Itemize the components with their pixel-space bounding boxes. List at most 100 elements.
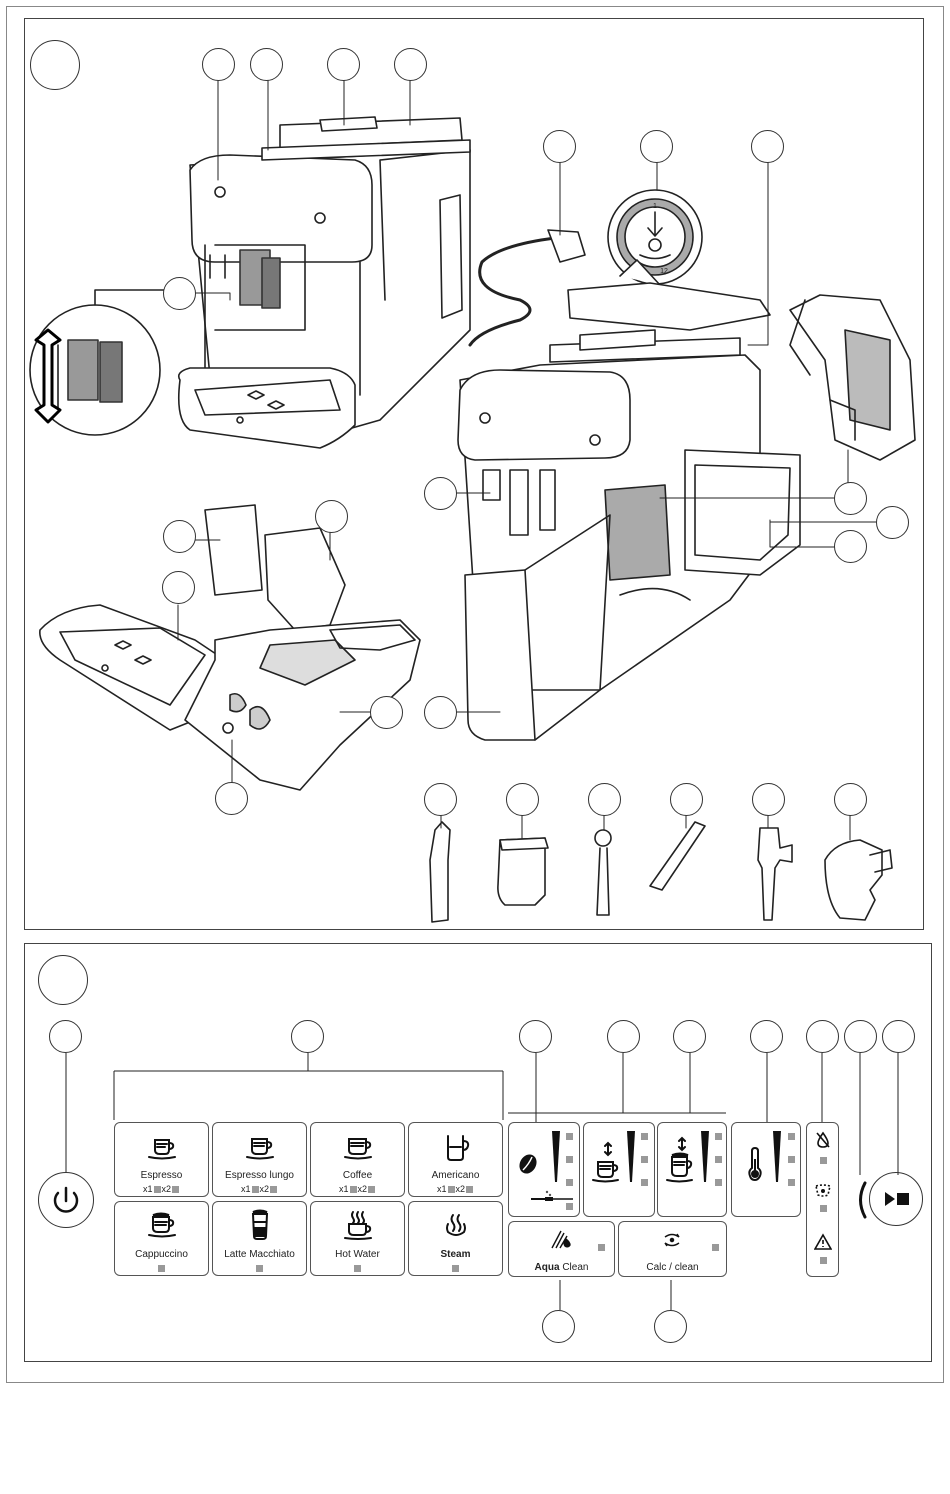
ground-coffee-led [566,1203,573,1210]
x1-label: x1 [437,1184,447,1194]
calc-clean-indicator: Calc / clean [618,1221,727,1277]
temperature-led-3 [788,1179,795,1186]
x1-label: x1 [339,1184,349,1194]
espresso-label: Espresso [115,1170,208,1181]
milk-led-3 [715,1179,722,1186]
aquaclean-icon [549,1228,573,1250]
steam-button[interactable]: Steam [408,1201,503,1276]
coffee-label: Coffee [311,1170,404,1181]
no-water-led [820,1157,827,1164]
coffee-quantity-icon [588,1140,622,1188]
aquaclean-indicator: Aqua Clean [508,1221,615,1277]
x1-label: x1 [241,1184,251,1194]
x1-led [448,1186,455,1193]
x2-led [270,1186,277,1193]
temperature-led-1 [788,1133,795,1140]
latte-macchiato-button[interactable]: Latte Macchiato [212,1201,307,1276]
quantity-led-2 [641,1156,648,1163]
coffee-button[interactable]: Coffee x1 x2 [310,1122,405,1197]
temperature-button[interactable] [731,1122,801,1217]
aquaclean-label-bold: Aqua [535,1262,560,1273]
aquaclean-led [598,1244,605,1251]
milk-led-2 [715,1156,722,1163]
x1-led [350,1186,357,1193]
coffee-bean-icon [517,1153,539,1175]
ground-coffee-icon [529,1189,575,1203]
americano-icon [439,1133,473,1163]
espresso-lungo-label: Espresso lungo [213,1170,306,1181]
cappuccino-label: Cappuccino [115,1249,208,1260]
warning-indicators [806,1122,839,1277]
latte-macchiato-led-row [213,1263,306,1273]
strength-led-2 [566,1156,573,1163]
strength-button[interactable] [508,1122,580,1217]
hot-water-button[interactable]: Hot Water [310,1201,405,1276]
x2-label: x2 [162,1184,172,1194]
americano-button[interactable]: Americano x1 x2 [408,1122,503,1197]
latte-macchiato-label: Latte Macchiato [213,1249,306,1260]
x2-label: x2 [456,1184,466,1194]
x1-led [154,1186,161,1193]
aquaclean-label-rest: Clean [560,1262,589,1273]
coffee-quantity-button[interactable] [583,1122,655,1217]
warning-led [820,1257,827,1264]
x2-led [368,1186,375,1193]
espresso-lungo-button[interactable]: Espresso lungo x1 x2 [212,1122,307,1197]
power-icon [38,1172,94,1228]
quantity-led-3 [641,1179,648,1186]
espresso-button[interactable]: Espresso x1 x2 [114,1122,209,1197]
start-stop-button[interactable] [869,1172,923,1226]
milk-quantity-button[interactable] [657,1122,727,1217]
espresso-icon [145,1136,179,1160]
strength-led-1 [566,1133,573,1140]
quantity-led-1 [641,1133,648,1140]
empty-grounds-icon [814,1183,832,1199]
cappuccino-led-row [115,1263,208,1273]
thermometer-icon [746,1147,764,1181]
strength-level-bars [549,1129,563,1184]
espresso-multiplier: x1 x2 [115,1184,208,1194]
power-button[interactable] [38,1172,94,1228]
hot-water-led-row [311,1263,404,1273]
milk-led-1 [715,1133,722,1140]
cappuccino-button[interactable]: Cappuccino [114,1201,209,1276]
latte-macchiato-led [256,1265,263,1272]
cappuccino-led [158,1265,165,1272]
espresso-lungo-icon [243,1136,277,1160]
empty-grounds-led [820,1205,827,1212]
americano-label: Americano [409,1170,502,1181]
x2-led [466,1186,473,1193]
strength-led-3 [566,1179,573,1186]
coffee-multiplier: x1 x2 [311,1184,404,1194]
milk-quantity-icon [662,1135,696,1187]
coffee-icon [341,1136,375,1160]
x2-led [172,1186,179,1193]
steam-icon [439,1212,473,1238]
start-indicator-arc [854,1180,868,1220]
cappuccino-icon [145,1212,179,1238]
aquaclean-label: Aqua Clean [509,1262,614,1273]
hot-water-label: Hot Water [311,1249,404,1260]
x1-led [252,1186,259,1193]
calc-clean-label: Calc / clean [619,1262,726,1273]
calc-clean-led [712,1244,719,1251]
warning-icon [814,1233,832,1251]
no-water-icon [815,1131,831,1149]
play-stop-icon [869,1172,923,1226]
temperature-level-bars [770,1129,784,1184]
steam-led [452,1265,459,1272]
steam-led-row [409,1263,502,1273]
steam-label: Steam [409,1249,502,1260]
calc-clean-icon [662,1231,682,1249]
espresso-lungo-multiplier: x1 x2 [213,1184,306,1194]
quantity-level-bars [624,1129,638,1184]
americano-multiplier: x1 x2 [409,1184,502,1194]
temperature-led-2 [788,1156,795,1163]
latte-macchiato-icon [245,1208,275,1242]
milk-level-bars [698,1129,712,1184]
hot-water-icon [341,1210,375,1240]
hot-water-led [354,1265,361,1272]
x2-label: x2 [358,1184,368,1194]
x1-label: x1 [143,1184,153,1194]
x2-label: x2 [260,1184,270,1194]
